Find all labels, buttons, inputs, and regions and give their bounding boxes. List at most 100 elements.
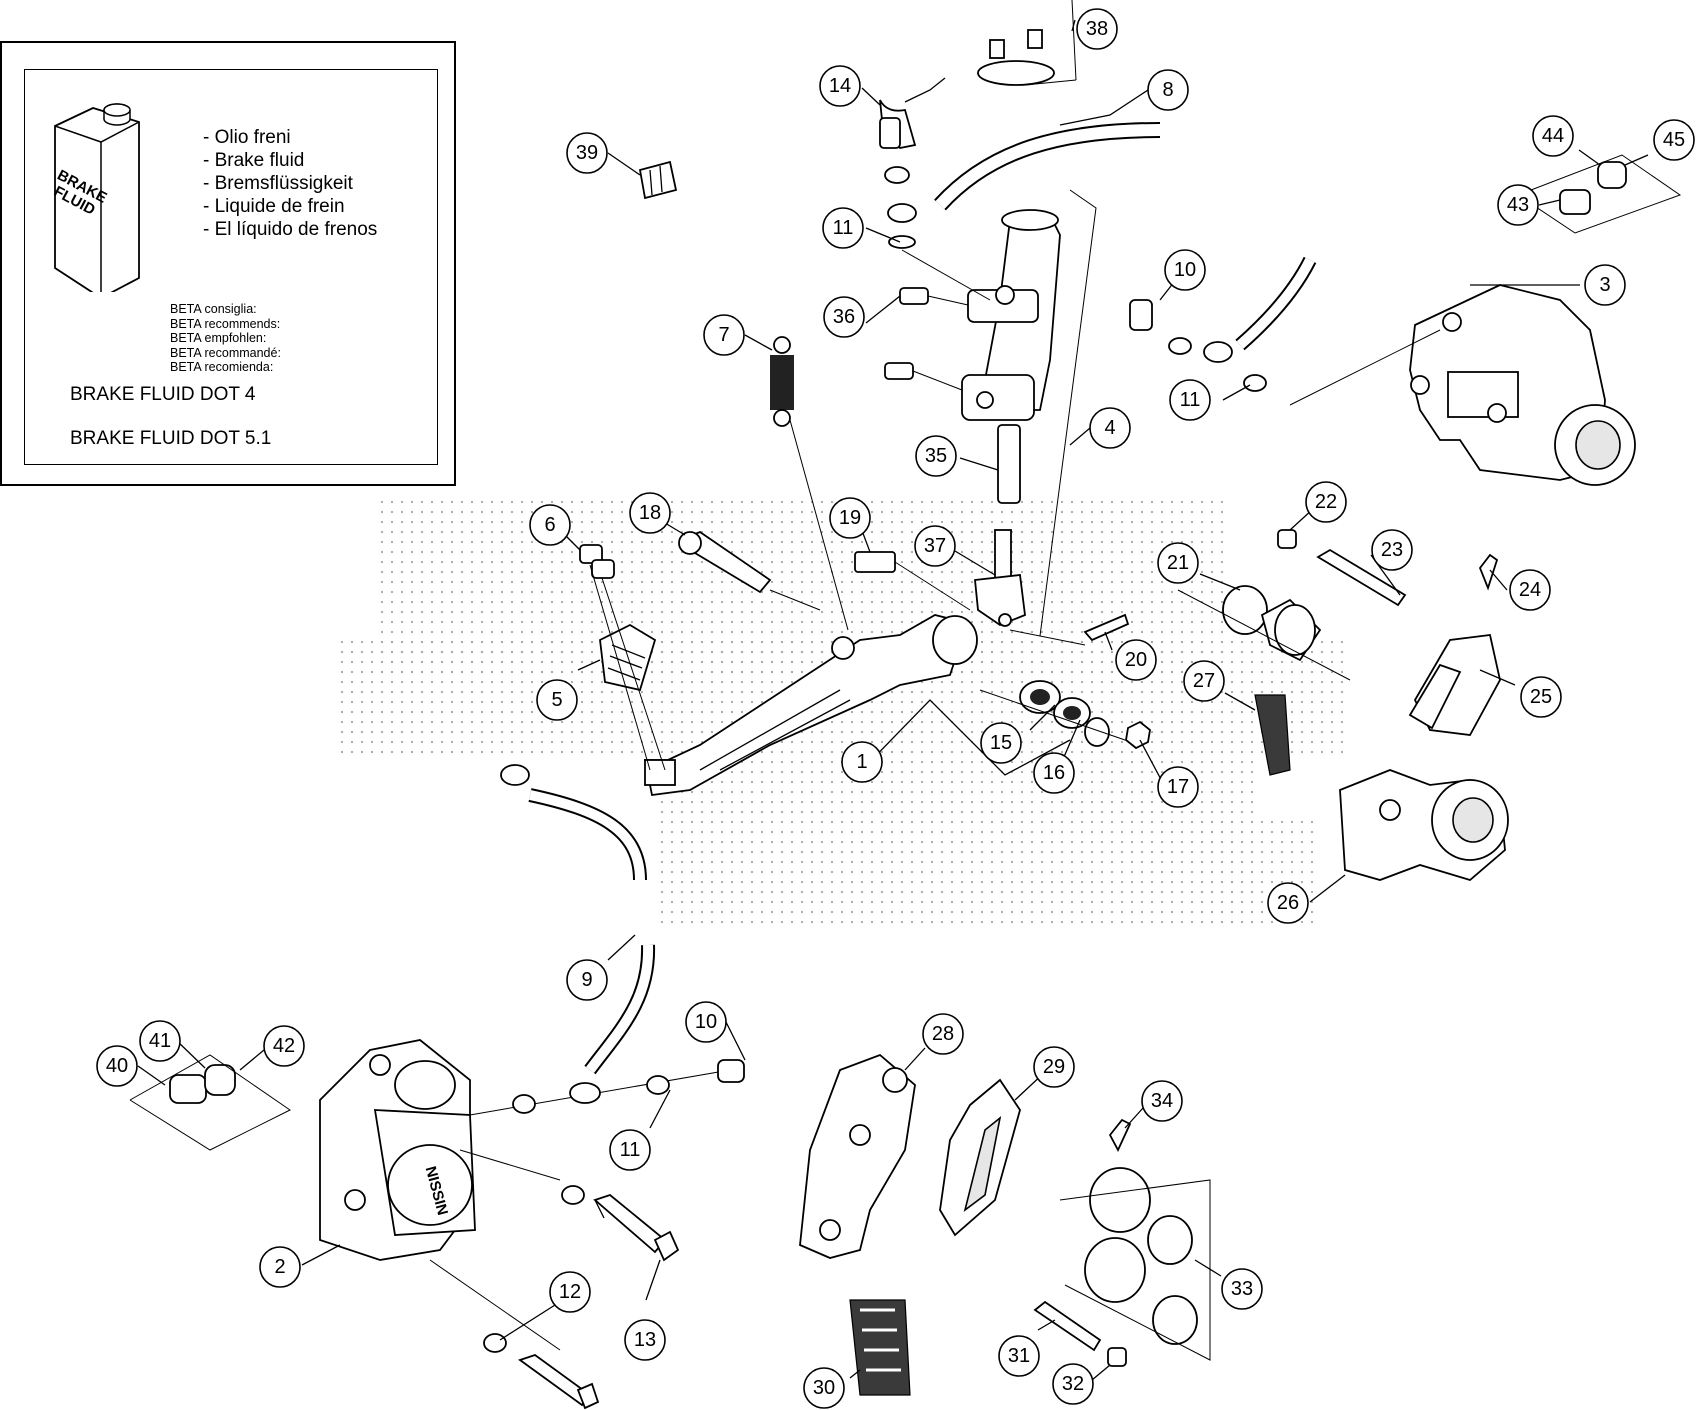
recommends-list: BETA consiglia: BETA recommends: BETA em… <box>170 302 281 375</box>
callout-c19: 19 <box>829 497 871 539</box>
callout-c2: 2 <box>259 1246 301 1288</box>
callout-number: 42 <box>273 1035 295 1057</box>
callout-number: 30 <box>813 1377 835 1399</box>
callout-c12: 12 <box>549 1271 591 1313</box>
fluid-name-de: - Bremsflüssigkeit <box>203 173 353 194</box>
callout-circle <box>822 207 864 249</box>
rear-caliper-hose <box>1129 256 1317 392</box>
callout-circle <box>685 1001 727 1043</box>
callout-number: 17 <box>1167 776 1189 798</box>
callout-c9: 9 <box>566 959 608 1001</box>
callout-number: 12 <box>559 1281 581 1303</box>
callout-c34: 34 <box>1141 1080 1183 1122</box>
callout-number: 22 <box>1315 491 1337 513</box>
callout-circle <box>1115 639 1157 681</box>
callout-number: 35 <box>925 445 947 467</box>
pad-spring-27 <box>1254 694 1291 776</box>
callout-number: 43 <box>1507 194 1529 216</box>
callout-c36: 36 <box>823 296 865 338</box>
pistons-33 <box>1059 1167 1211 1361</box>
callout-circle <box>1497 184 1539 226</box>
callout-c27: 27 <box>1183 660 1225 702</box>
brake-fluid-legend-inner: BRAKE FLUID - Olio freni - Brake fluid -… <box>24 69 438 465</box>
pad-spring-30 <box>849 1299 911 1396</box>
callout-c11c: 11 <box>609 1129 651 1171</box>
callout-circle <box>803 1367 845 1409</box>
callout-circle <box>998 1335 1040 1377</box>
callout-c45: 45 <box>1653 119 1695 161</box>
callout-circle <box>703 314 745 356</box>
callout-number: 11 <box>620 1139 641 1161</box>
callout-circle <box>829 497 871 539</box>
callout-c11a: 11 <box>822 207 864 249</box>
peg-bracket <box>579 544 666 771</box>
callout-number: 5 <box>551 689 562 711</box>
dot51-label: BRAKE FLUID DOT 5.1 <box>70 428 272 449</box>
callout-number: 13 <box>634 1329 656 1351</box>
callout-number: 19 <box>839 507 861 529</box>
callout-number: 25 <box>1530 686 1552 708</box>
callout-circle <box>1653 119 1695 161</box>
pins-22-23 <box>1277 529 1407 607</box>
callout-number: 10 <box>1174 259 1196 281</box>
callout-circle <box>1532 115 1574 157</box>
callout-number: 16 <box>1043 762 1065 784</box>
callout-number: 8 <box>1162 79 1173 101</box>
callout-circle <box>1371 529 1413 571</box>
fluid-name-es: - El líquido de frenos <box>203 219 378 240</box>
recommends-fr: BETA recommandé: <box>170 345 281 360</box>
callout-c11b: 11 <box>1169 379 1211 421</box>
callout-c35: 35 <box>915 435 957 477</box>
recommends-en: BETA recommends: <box>170 316 281 331</box>
callout-number: 9 <box>581 969 592 991</box>
callout-circle <box>1267 882 1309 924</box>
callout-circle <box>1183 660 1225 702</box>
callout-circle <box>1221 1268 1263 1310</box>
callout-circle <box>609 1129 651 1171</box>
callout-c44: 44 <box>1532 115 1574 157</box>
recommends-es: BETA recomienda: <box>170 360 274 374</box>
callout-number: 11 <box>1180 389 1201 411</box>
callout-number: 29 <box>1043 1056 1065 1078</box>
callout-c38: 38 <box>1076 8 1118 50</box>
callout-number: 32 <box>1062 1373 1084 1395</box>
dot4-label: BRAKE FLUID DOT 4 <box>70 384 256 405</box>
callout-number: 23 <box>1381 539 1403 561</box>
callout-number: 15 <box>990 732 1012 754</box>
callout-circle <box>1033 752 1075 794</box>
callout-circle <box>922 1013 964 1055</box>
rear-caliper <box>1289 284 1636 486</box>
callout-circle <box>819 65 861 107</box>
callout-number: 14 <box>829 75 851 97</box>
callout-c8: 8 <box>1147 69 1189 111</box>
callout-c1: 1 <box>841 741 883 783</box>
callout-c43: 43 <box>1497 184 1539 226</box>
callout-c29: 29 <box>1033 1046 1075 1088</box>
callout-c13: 13 <box>624 1319 666 1361</box>
fluid-name-fr: - Liquide de frein <box>203 196 345 217</box>
callout-c40: 40 <box>96 1045 138 1087</box>
pistons-21 <box>1177 585 1351 681</box>
callout-circle <box>566 132 608 174</box>
callout-circle <box>1164 249 1206 291</box>
recommends-it: BETA consiglia: <box>170 302 257 316</box>
callout-circle <box>529 504 571 546</box>
callout-circle <box>566 959 608 1001</box>
callout-c4: 4 <box>1089 407 1131 449</box>
callout-number: 21 <box>1167 552 1189 574</box>
callout-circle <box>823 296 865 338</box>
callout-c7: 7 <box>703 314 745 356</box>
callout-circle <box>139 1020 181 1062</box>
return-spring <box>770 336 849 631</box>
callout-circle <box>96 1045 138 1087</box>
callout-c14: 14 <box>819 65 861 107</box>
callout-number: 28 <box>932 1023 954 1045</box>
callout-circle <box>1147 69 1189 111</box>
callout-c5: 5 <box>536 679 578 721</box>
callout-c21: 21 <box>1157 542 1199 584</box>
callout-circle <box>263 1025 305 1067</box>
callout-c30: 30 <box>803 1367 845 1409</box>
brake-fluid-legend: BRAKE FLUID - Olio freni - Brake fluid -… <box>0 41 456 486</box>
callout-number: 20 <box>1125 649 1147 671</box>
